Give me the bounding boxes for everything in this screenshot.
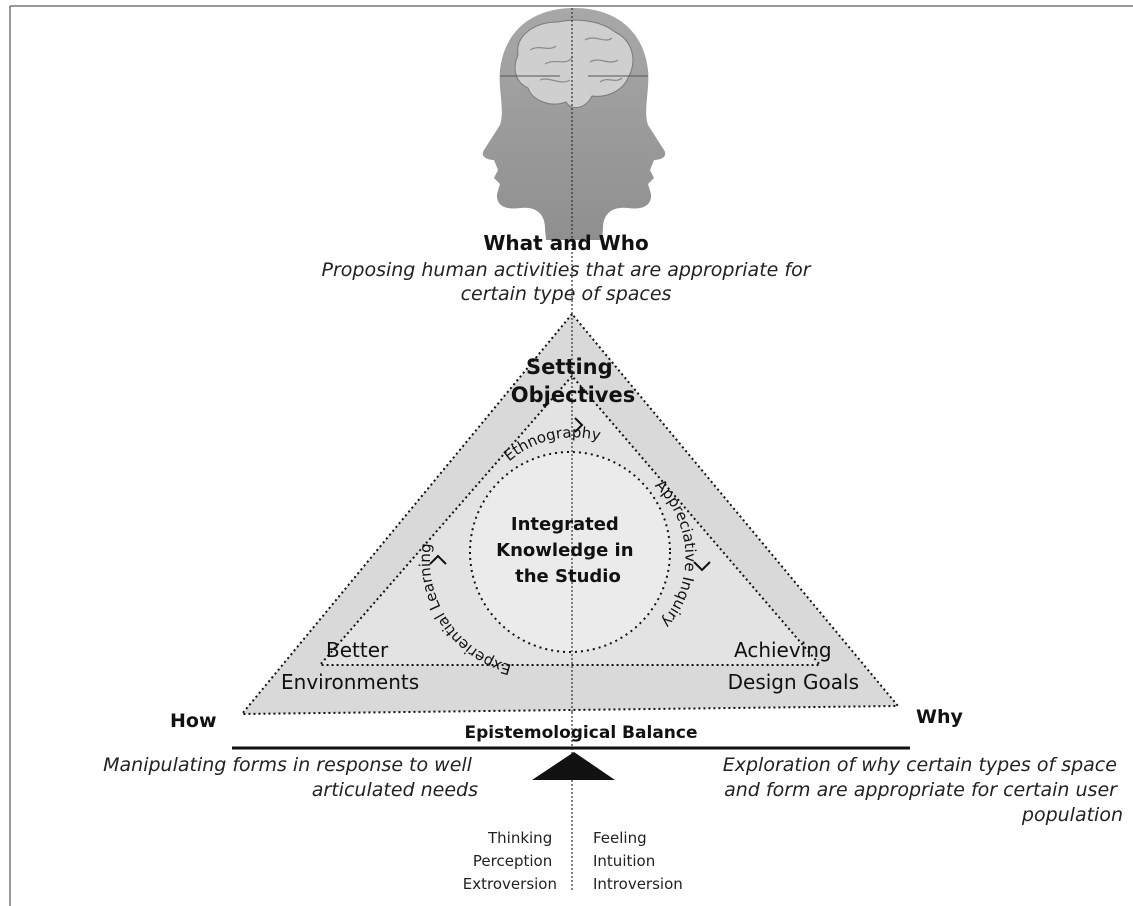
page-border (9, 5, 1133, 906)
head-brain-profile-icon (482, 8, 666, 240)
integrated-knowledge-label: Integrated Knowledge in the Studio (496, 514, 640, 587)
achieving-design-goals-label: Achieving Design Goals (728, 638, 859, 694)
what-and-who-title: What and Who (483, 231, 648, 255)
arrow-right-icon (574, 417, 584, 433)
balance-fulcrum (532, 752, 615, 780)
epistemological-balance-label: Epistemological Balance (464, 723, 697, 743)
what-and-who-description-line-2: certain type of spaces (461, 283, 672, 305)
arrow-up-left-icon (429, 554, 447, 565)
why-description: Exploration of why certain types of spac… (723, 754, 1123, 826)
how-label: How (170, 710, 217, 732)
arrow-down-right-icon (693, 561, 711, 572)
why-label: Why (916, 706, 963, 728)
left-traits: Thinking Perception Extroversion (463, 829, 557, 893)
right-traits: Feeling Intuition Introversion (593, 829, 683, 893)
setting-objectives-label: Setting Objectives (511, 355, 635, 407)
better-environments-label: Better Environments (281, 638, 419, 694)
integrated-knowledge-circle (469, 451, 671, 653)
how-description: Manipulating forms in response to well a… (103, 754, 478, 801)
what-and-who-description-line-1: Proposing human activities that are appr… (321, 259, 811, 281)
